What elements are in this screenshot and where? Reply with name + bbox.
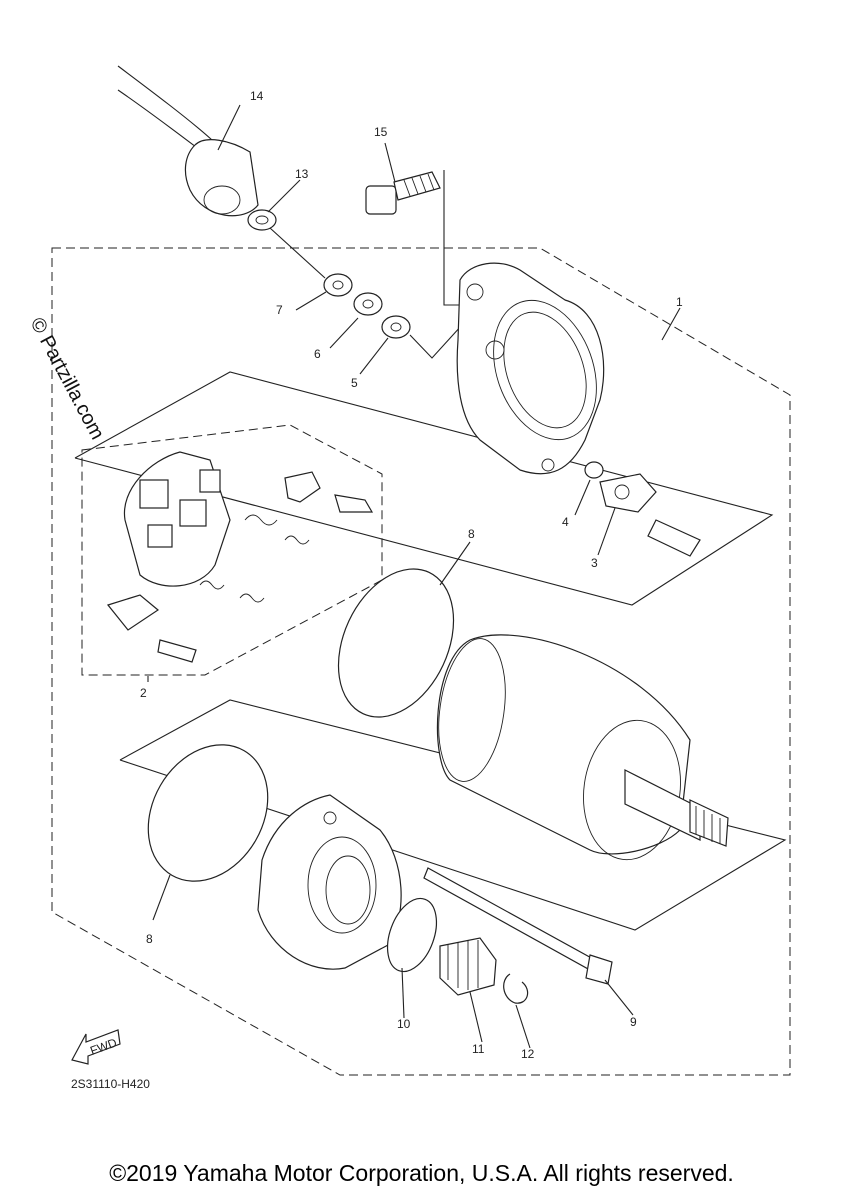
rear-cover-set-boundary — [74, 371, 774, 606]
o-ring-8-upper — [337, 568, 455, 718]
circlip-12 — [503, 973, 529, 1004]
copyright-notice: ©2019 Yamaha Motor Corporation, U.S.A. A… — [109, 1160, 734, 1186]
front-cover — [257, 794, 402, 970]
assembly-boundary — [51, 247, 791, 1076]
callout-8-lower: 8 — [146, 932, 153, 946]
callout-4: 4 — [562, 515, 569, 529]
callout-5: 5 — [351, 376, 358, 390]
callout-1: 1 — [676, 295, 683, 309]
callout-10: 10 — [397, 1017, 411, 1031]
callout-14: 14 — [250, 89, 264, 103]
fwd-arrow-icon: FWD — [71, 1029, 121, 1065]
leader-lines — [147, 104, 681, 1049]
pinion-gear-11 — [439, 937, 497, 996]
yoke-armature — [436, 634, 729, 861]
o-ring-4 — [584, 461, 604, 479]
callout-12: 12 — [521, 1047, 535, 1061]
brush-holder — [106, 451, 374, 663]
washer-7 — [323, 273, 353, 297]
washer-6 — [353, 292, 383, 316]
callout-13: 13 — [295, 167, 309, 181]
callout-15: 15 — [374, 125, 388, 139]
brush-holder-group-boundary — [81, 424, 383, 676]
o-ring-10 — [386, 897, 438, 973]
callout-8-upper: 8 — [468, 527, 475, 541]
callout-3: 3 — [591, 556, 598, 570]
washer-5 — [381, 315, 411, 339]
callout-6: 6 — [314, 347, 321, 361]
callout-2: 2 — [140, 686, 147, 700]
terminal-set-3 — [599, 473, 701, 557]
callout-7: 7 — [276, 303, 283, 317]
callout-11: 11 — [472, 1042, 485, 1056]
drawing-code: 2S31110-H420 — [71, 1077, 150, 1091]
partzilla-watermark: © Partzilla.com — [26, 314, 109, 443]
lead-wire — [117, 65, 259, 217]
bolt-15 — [365, 171, 441, 215]
callout-9: 9 — [630, 1015, 637, 1029]
nut-13 — [247, 209, 277, 231]
long-bolt-9 — [423, 867, 613, 985]
callout-labels: 1 2 3 4 5 6 7 8 8 9 10 11 12 13 14 15 — [140, 89, 683, 1061]
front-cover-set-boundary — [119, 699, 787, 931]
rear-cover — [456, 262, 605, 475]
fwd-label: FWD — [88, 1035, 119, 1058]
o-ring-8-lower — [147, 744, 269, 882]
